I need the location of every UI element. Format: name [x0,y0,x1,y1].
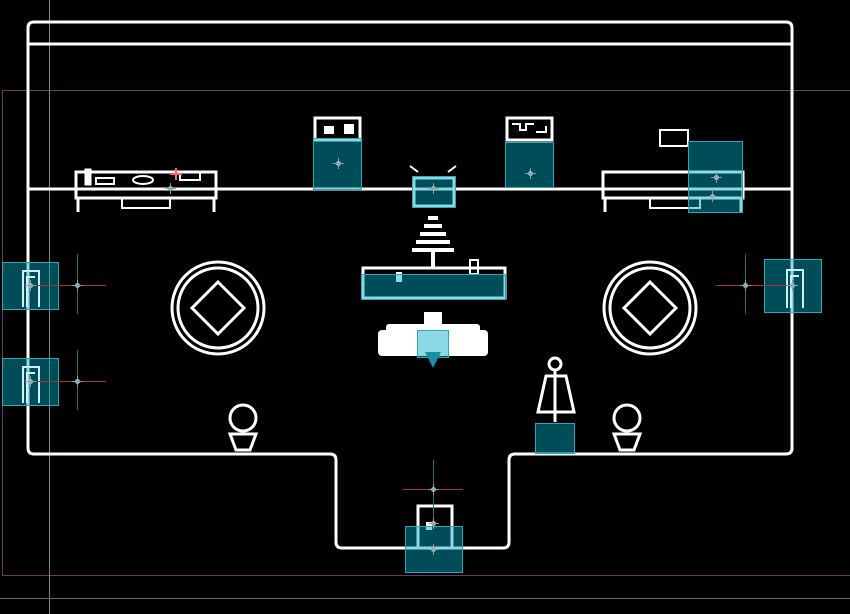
trigger-coffee-table[interactable] [361,274,506,300]
pivot-icon[interactable] [428,484,439,495]
pivot-icon[interactable] [72,376,83,387]
trigger-coat-rack[interactable] [535,423,575,454]
pivot-icon[interactable] [165,183,176,194]
plant-right [611,403,643,452]
counter-right [601,129,745,212]
pivot-icon[interactable] [428,544,439,555]
pivot-icon[interactable] [25,280,36,291]
room-wall [26,20,794,550]
plant-left [227,403,259,452]
counter-left [74,168,218,212]
guide-horizontal [0,598,850,599]
pivot-icon[interactable] [711,172,722,183]
pivot-icon[interactable] [740,280,751,291]
lamp [412,216,454,268]
guide-vertical [49,0,50,614]
rug-left [170,260,266,356]
pivot-icon[interactable] [333,158,344,169]
trigger-shelf-map[interactable] [505,142,554,188]
shelf-map [505,116,554,142]
pivot-icon[interactable] [428,518,439,529]
rug-right [602,260,698,356]
pivot-icon[interactable] [707,191,718,202]
pivot-icon[interactable] [428,183,439,194]
trigger-tv[interactable] [412,176,456,208]
pivot-icon[interactable] [525,168,536,179]
door-icon [22,366,40,403]
gizmo-x-axis[interactable] [30,285,106,286]
pivot-icon[interactable] [787,280,798,291]
gizmo-x-axis[interactable] [30,381,106,382]
pivot-icon[interactable] [25,376,36,387]
trigger-shelf-picture[interactable] [313,138,362,190]
coat-rack [536,356,576,422]
selection-frame [2,90,850,576]
tv [409,165,457,208]
door-icon [786,269,804,308]
player-character [424,312,442,338]
door-icon [22,270,40,307]
pivot-icon[interactable] [72,280,83,291]
gizmo-x-axis[interactable] [716,285,792,286]
shelf-picture [313,116,362,142]
